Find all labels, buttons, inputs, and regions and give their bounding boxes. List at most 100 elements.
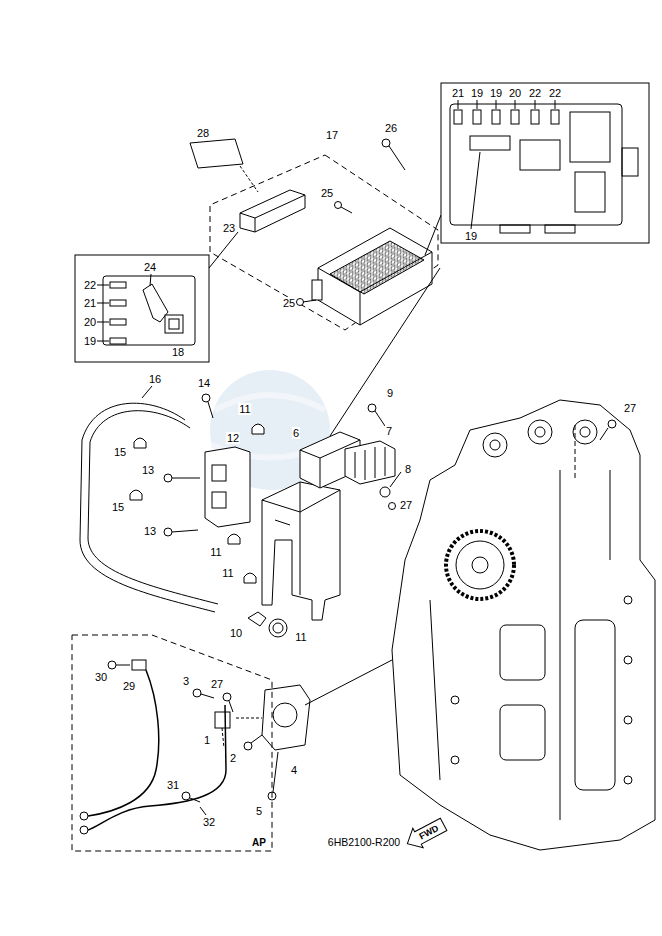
terminal — [132, 660, 146, 670]
callout-number: 20 — [508, 87, 522, 99]
clip — [244, 573, 256, 583]
ecu-cover — [240, 190, 305, 232]
callout-number: 28 — [196, 127, 210, 139]
cylinder-port — [535, 427, 545, 437]
clip — [130, 490, 142, 500]
ecu-cover-edge — [240, 195, 305, 232]
callout-number: 30 — [94, 671, 108, 683]
ring-clamp — [273, 623, 283, 633]
callout-number: 3 — [182, 675, 190, 687]
board-chip — [570, 112, 610, 162]
callout-number: 5 — [255, 805, 263, 817]
bolt-shank — [600, 428, 608, 440]
bolt-head — [608, 420, 616, 428]
callout-number: 15 — [111, 501, 125, 513]
connector-block — [345, 441, 395, 484]
bolt-hole — [624, 656, 632, 664]
cable-tube — [80, 403, 215, 612]
callout-number: 14 — [197, 377, 211, 389]
spare-fuse — [169, 319, 179, 329]
callout-number: 22 — [548, 87, 562, 99]
callout-number: 22 — [83, 279, 97, 291]
screw-shank — [208, 402, 213, 418]
connector-fin — [355, 447, 385, 480]
relay-terminal — [212, 465, 226, 481]
bolt-hole — [624, 716, 632, 724]
ecu-connector — [312, 280, 322, 300]
engine-block — [392, 400, 655, 850]
screw-head — [164, 528, 172, 536]
screw-shank — [116, 665, 130, 666]
fuse-block — [470, 136, 510, 150]
screw-shank — [172, 530, 198, 532]
callout-number: 8 — [404, 463, 412, 475]
clip — [252, 424, 264, 434]
cable-ring — [80, 812, 88, 820]
cylinder-port — [483, 433, 507, 457]
callout-number: 26 — [384, 122, 398, 134]
cylinder-port — [580, 427, 590, 437]
leader-line — [209, 232, 238, 268]
callout-number: 11 — [294, 631, 307, 643]
leader-line — [390, 472, 401, 487]
callout-number: 2 — [229, 752, 237, 764]
leader-line — [142, 386, 152, 398]
callout-number: 27 — [623, 402, 637, 414]
callout-number: 19 — [464, 230, 478, 242]
ring-clamp — [269, 619, 287, 637]
callout-number: 13 — [143, 525, 157, 537]
ecu-board — [450, 104, 622, 225]
battery-cable — [88, 705, 226, 830]
callout-number: 18 — [171, 346, 185, 358]
direction-arrow: FWD — [403, 817, 447, 850]
leader-line — [200, 807, 206, 815]
screw-shank — [201, 694, 214, 698]
screw-shank — [375, 411, 385, 426]
screw-head — [297, 299, 304, 306]
board-connector — [500, 225, 530, 233]
screw-head — [182, 792, 190, 800]
group-outline — [210, 155, 438, 330]
fuse — [473, 110, 481, 124]
fuse-row — [454, 100, 559, 124]
callout-number: 11 — [209, 546, 222, 558]
callout-number: 20 — [83, 316, 97, 328]
relay-terminal — [212, 492, 226, 508]
grommet — [380, 487, 390, 497]
leader-line — [97, 285, 109, 341]
callout-number: 6 — [292, 427, 300, 439]
leader-line — [330, 268, 440, 436]
callout-number: 21 — [83, 297, 97, 309]
inset-frame — [441, 83, 649, 243]
drawing-code: 6HB2100-R200 — [327, 836, 401, 848]
flywheel-gear — [446, 531, 514, 599]
relay-block — [205, 447, 250, 527]
callout-number: 24 — [143, 261, 157, 273]
board-connector — [545, 225, 575, 233]
cable-ring — [80, 826, 88, 834]
fuse-box — [103, 276, 195, 345]
sticker — [190, 139, 243, 168]
block-port — [500, 625, 545, 680]
arrow-outline — [402, 815, 449, 854]
callout-number: 22 — [528, 87, 542, 99]
callout-number: 16 — [148, 373, 162, 385]
clamp — [248, 612, 266, 626]
screw-head — [202, 394, 210, 402]
option-group: AP — [72, 633, 272, 853]
leader-line — [471, 152, 480, 229]
flywheel-hub — [472, 557, 488, 573]
block-port — [575, 620, 615, 790]
dashed-guide — [575, 425, 576, 480]
screw-shank — [229, 701, 233, 712]
screw-shank — [190, 798, 200, 802]
callout-number: 4 — [290, 764, 298, 776]
screw-shank — [172, 478, 200, 479]
callout-number: 27 — [399, 499, 413, 511]
board-chip — [575, 172, 605, 212]
callout-number: 21 — [451, 87, 465, 99]
board-connector — [622, 148, 638, 176]
fuse — [110, 300, 126, 306]
relay-bracket — [262, 685, 310, 750]
